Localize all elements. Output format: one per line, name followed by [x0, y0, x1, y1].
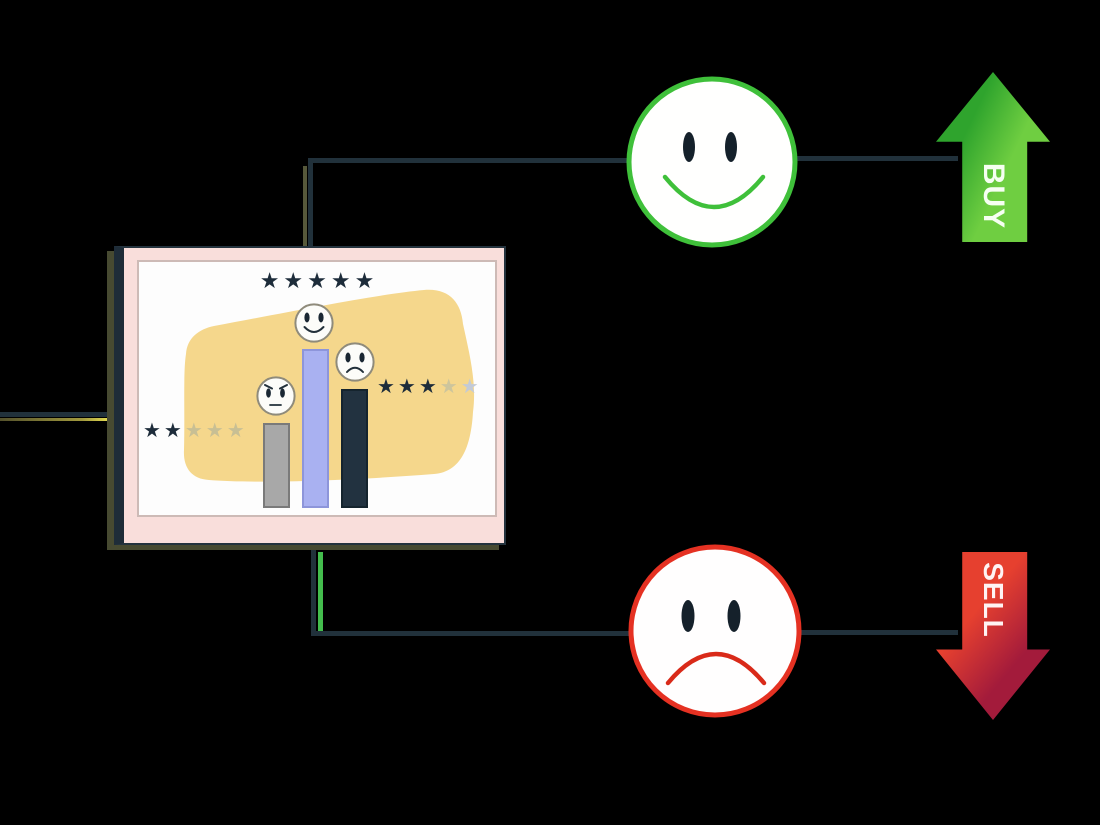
rating-right-empty-2: ★	[460, 376, 482, 398]
annoyed-mini-face-icon	[256, 376, 296, 416]
sell-label: SELL	[978, 562, 1009, 638]
rating-left-filled: ★★	[143, 420, 185, 442]
happy-face-icon	[626, 76, 798, 248]
rating-stars-right: ★★★★★	[377, 377, 482, 397]
sad-face-icon	[628, 544, 802, 718]
happy-mini-face-icon	[294, 303, 334, 343]
rating-stars-left: ★★★★★	[143, 421, 248, 441]
rating-stars-top: ★★★★★	[244, 270, 394, 292]
buy-label: BUY	[977, 162, 1010, 230]
connector-left-to-monitor	[0, 412, 112, 417]
bar-negative-sentiment	[341, 389, 368, 508]
connector-monitor-to-happy-vertical	[308, 158, 313, 248]
connector-sad-to-sell	[800, 630, 958, 635]
rating-left-empty: ★★★	[184, 420, 248, 442]
monitor-screen: ★★★★★ ★★★★★ ★★★★★	[137, 260, 497, 517]
bar-positive-sentiment	[302, 349, 329, 508]
bar-neutral-sentiment	[263, 423, 290, 508]
connector-bottom-accent	[318, 552, 323, 635]
connector-top-accent	[303, 166, 307, 250]
rating-top-filled: ★★★★★	[259, 268, 379, 293]
connector-monitor-to-happy-horizontal	[308, 158, 630, 163]
rating-right-filled: ★★★	[377, 376, 440, 398]
connector-left-accent	[0, 418, 110, 421]
sad-mini-face-icon	[335, 342, 375, 382]
connector-happy-to-buy	[797, 156, 958, 161]
rating-right-empty-1: ★	[439, 376, 461, 398]
connector-monitor-to-sad-horizontal	[311, 631, 631, 636]
monitor-frame: ★★★★★ ★★★★★ ★★★★★	[114, 246, 506, 545]
connector-monitor-to-sad-vertical	[311, 550, 316, 636]
